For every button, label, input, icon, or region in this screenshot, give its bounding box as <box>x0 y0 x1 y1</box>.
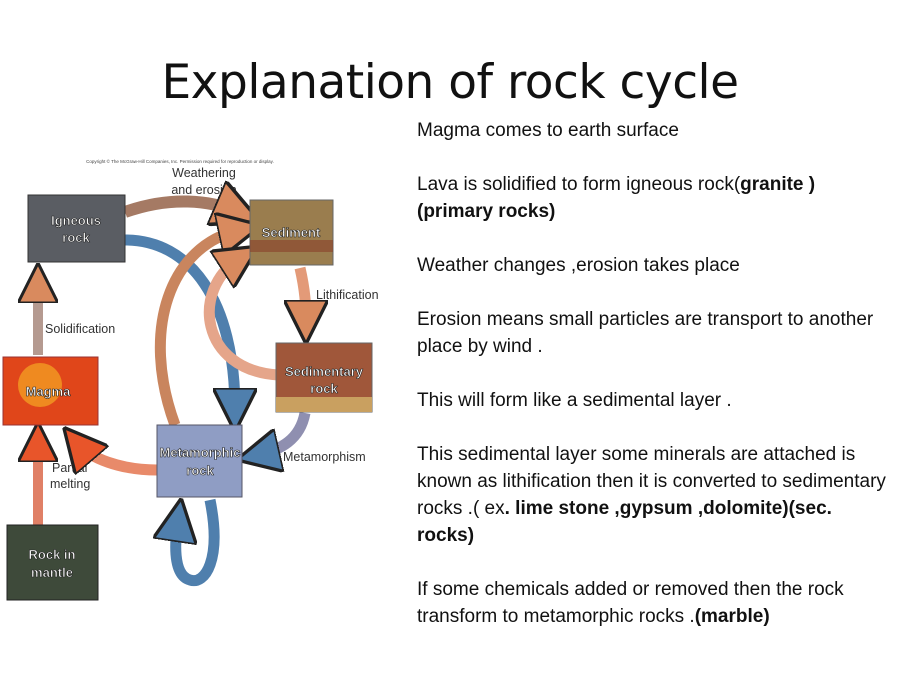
rock-cycle-diagram: Copyright © The McGraw-Hill Companies, I… <box>2 158 379 601</box>
box-igneous-rock: Igneous rock <box>27 194 126 263</box>
arrow-metamorphic-to-sediment <box>154 230 240 427</box>
label-lithification: Lithification <box>316 288 379 302</box>
paragraph: Lava is solidified to form igneous rock(… <box>417 171 887 225</box>
text-run: (primary rocks) <box>417 201 556 222</box>
box-sedimentary-label-2: rock <box>310 381 338 396</box>
box-magma-label: Magma <box>26 384 72 399</box>
text-run: Magma comes to earth surface <box>417 120 679 141</box>
text-run: . lime stone ,gypsum ,dolomite)(sec. roc… <box>417 498 832 546</box>
text-run: Erosion means small particles are transp… <box>417 309 874 357</box>
text-run: This will form like a sedimental layer . <box>417 390 732 411</box>
box-rock-in-mantle: Rock in mantle <box>6 524 99 601</box>
slide-title: Explanation of rock cycle <box>161 55 739 110</box>
text-run: (marble) <box>694 606 770 627</box>
box-metamorphic-label-1: Metamorphic <box>160 445 241 460</box>
arrow-igneous-to-sediment <box>122 201 238 212</box>
box-sediment-label: Sediment <box>262 225 321 240</box>
box-mantle-label-1: Rock in <box>29 547 76 562</box>
paragraph: This will form like a sedimental layer . <box>417 387 887 414</box>
box-metamorphic-label-2: rock <box>186 463 214 478</box>
text-run: Weather changes ,erosion takes place <box>417 255 740 276</box>
box-mantle-label-2: mantle <box>31 565 73 580</box>
paragraph: Weather changes ,erosion takes place <box>417 252 887 279</box>
paragraph: This sedimental layer some minerals are … <box>417 441 887 549</box>
paragraph: Erosion means small particles are transp… <box>417 306 887 360</box>
label-partial-melting-2: melting <box>50 477 90 491</box>
paragraph: If some chemicals added or removed then … <box>417 576 887 630</box>
cycle-arrows <box>38 201 311 587</box>
label-solidification: Solidification <box>45 322 115 336</box>
arrow-metamorphism <box>258 411 311 455</box>
box-magma: Magma <box>2 356 99 426</box>
text-run: Lava is solidified to form igneous rock( <box>417 174 741 195</box>
box-sedimentary-label-1: Sedimentary <box>285 364 364 379</box>
box-sedimentary-rock: Sedimentary rock <box>275 342 373 413</box>
copyright-notice: Copyright © The McGraw-Hill Companies, I… <box>86 158 274 164</box>
box-igneous-label-1: Igneous <box>51 213 101 228</box>
box-igneous-label-2: rock <box>62 230 90 245</box>
text-run: This sedimental layer some minerals are … <box>417 444 886 519</box>
text-run: granite ) <box>740 174 816 195</box>
arrow-igneous-to-metamorphic <box>124 234 235 410</box>
box-metamorphic-rock: Metamorphic rock <box>156 424 243 498</box>
box-sediment: Sediment <box>249 199 334 266</box>
label-metamorphism: Metamorphism <box>283 450 366 464</box>
arrow-metamorphic-to-magma <box>78 444 158 476</box>
arrow-metamorphic-loop <box>176 500 220 587</box>
paragraph: Magma comes to earth surface <box>417 117 887 144</box>
arrow-lithification <box>300 266 306 322</box>
label-partial-melting-1: Partial <box>52 461 87 475</box>
label-weathering-2: and erosion <box>171 183 236 197</box>
text-run: If some chemicals added or removed then … <box>417 579 844 627</box>
label-weathering-1: Weathering <box>172 166 236 180</box>
arrow-sedimentary-to-sediment <box>203 258 279 381</box>
